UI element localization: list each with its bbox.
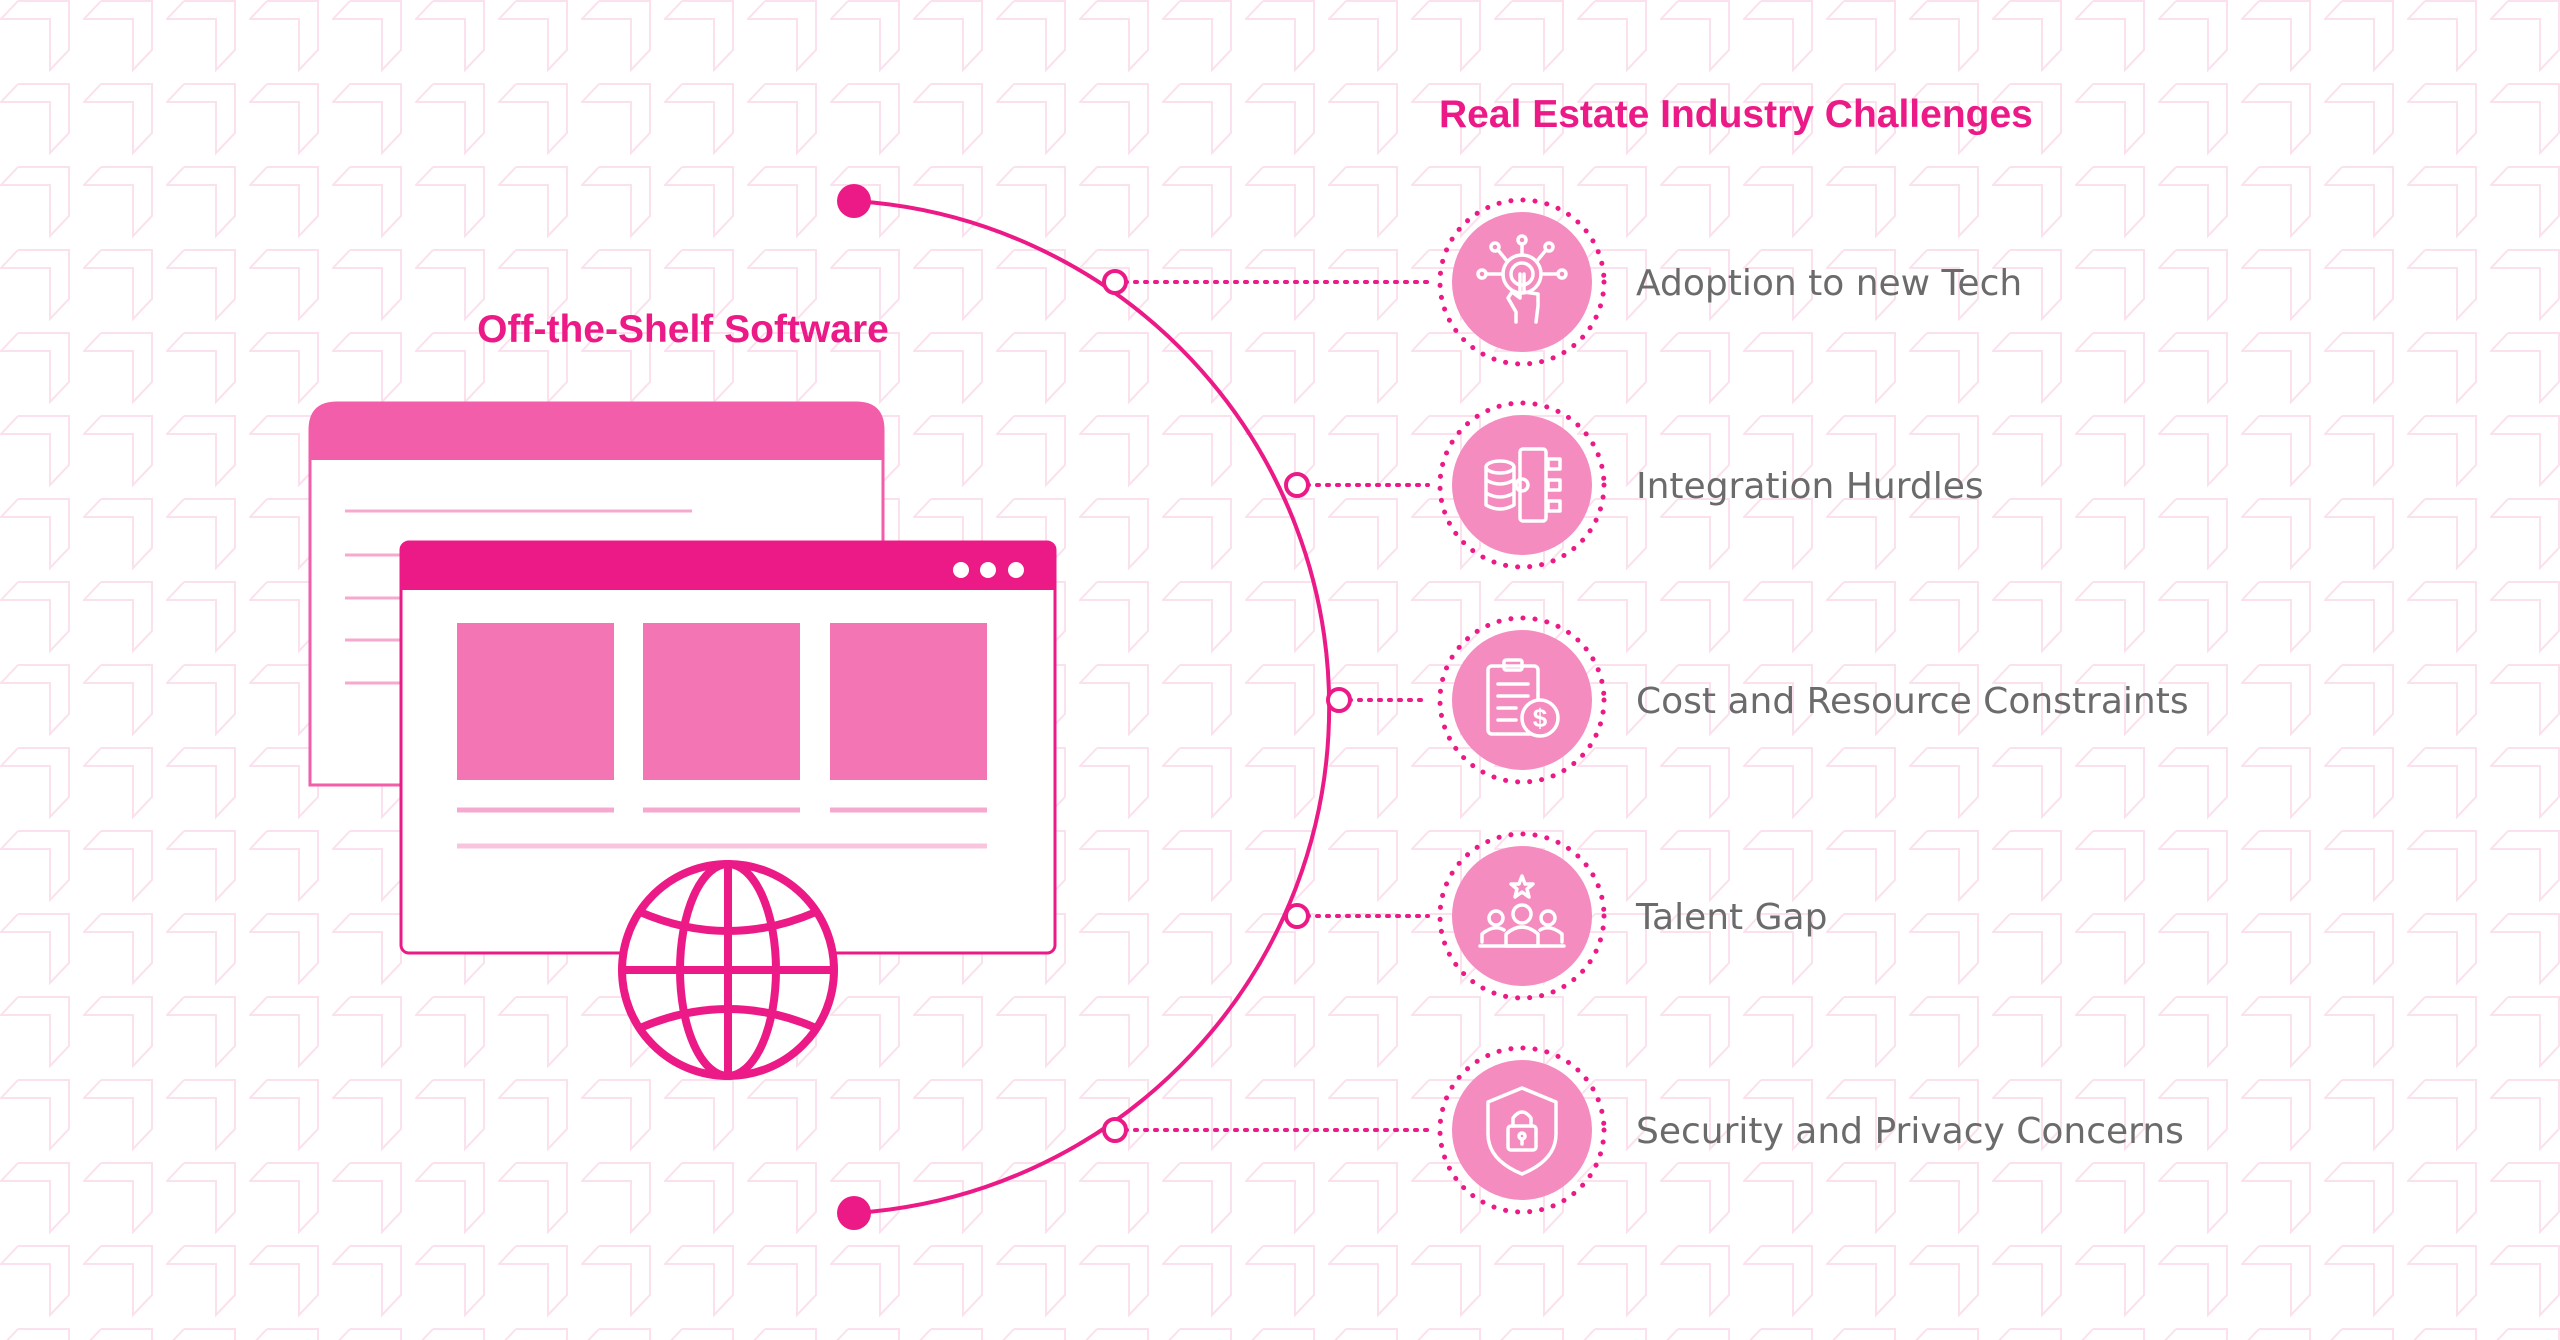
- challenge-item: Integration Hurdles: [1284, 400, 1984, 570]
- challenge-label: Cost and Resource Constraints: [1636, 681, 2189, 722]
- challenge-item: Adoption to new Tech: [1102, 197, 2022, 367]
- window-dot-icon: [980, 562, 996, 578]
- window-dot-icon: [1008, 562, 1024, 578]
- arc-endpoint: [837, 1196, 871, 1230]
- icon-badge: [1452, 630, 1592, 770]
- icon-badge: [1452, 1060, 1592, 1200]
- shield-lock-icon: [1486, 1086, 1558, 1176]
- icon-badge: [1452, 415, 1592, 555]
- team-talent-icon: [1478, 874, 1566, 948]
- content-tile: [643, 623, 800, 780]
- challenge-label: Integration Hurdles: [1636, 466, 1984, 507]
- globe-icon: [618, 860, 838, 1080]
- challenge-item: Talent Gap: [1284, 831, 1827, 1001]
- icon-badge: [1452, 212, 1592, 352]
- dotted-ring: [1437, 1045, 1607, 1215]
- window-dot-icon: [953, 562, 969, 578]
- challenge-label: Talent Gap: [1635, 897, 1827, 938]
- icon-badge: [1452, 846, 1592, 986]
- arc-endpoint: [837, 184, 871, 218]
- touch-tech-icon: [1476, 234, 1568, 324]
- challenge-item: Security and Privacy Concerns: [1102, 1045, 2184, 1215]
- arc-node: [1326, 687, 1352, 713]
- svg-text:$: $: [1533, 703, 1548, 733]
- arc-node: [1284, 472, 1310, 498]
- left-title: Off-the-Shelf Software: [477, 308, 889, 351]
- dotted-ring: [1437, 197, 1607, 367]
- challenge-label: Adoption to new Tech: [1636, 263, 2022, 304]
- challenge-label: Security and Privacy Concerns: [1636, 1111, 2184, 1152]
- content-tile: [830, 623, 987, 780]
- challenge-item: $ Cost and Resource Constraints: [1326, 615, 2189, 785]
- arc-node: [1102, 1117, 1128, 1143]
- arc-node: [1102, 269, 1128, 295]
- right-title: Real Estate Industry Challenges: [1439, 93, 2033, 136]
- dotted-ring: [1437, 831, 1607, 1001]
- browser-window-front: [399, 540, 1057, 955]
- dotted-ring: [1437, 400, 1607, 570]
- budget-clipboard-icon: $: [1486, 658, 1560, 738]
- arc-node: [1284, 903, 1310, 929]
- dotted-ring: [1437, 615, 1607, 785]
- content-tile: [457, 623, 614, 780]
- database-integration-icon: [1484, 447, 1562, 523]
